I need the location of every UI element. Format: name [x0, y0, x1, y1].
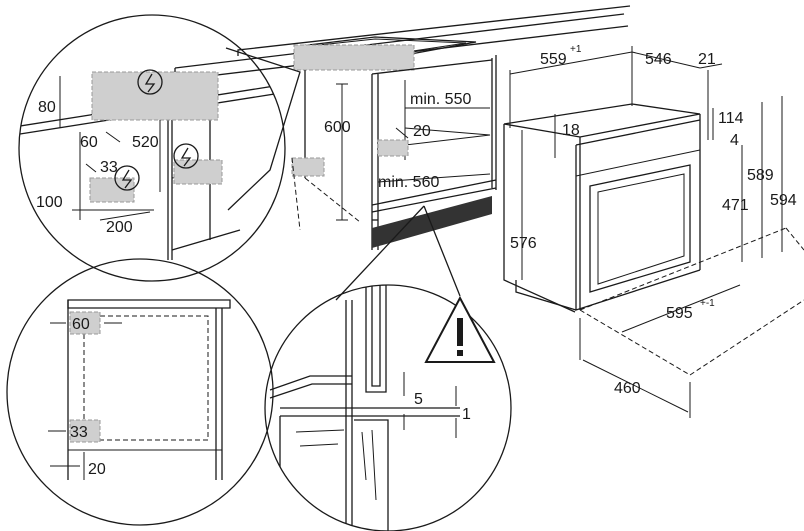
detail-dim-33: 33	[100, 159, 118, 176]
dim-471: 471	[722, 197, 749, 214]
detail-power-connection: 80 60 520 33 100 200	[18, 14, 301, 282]
kitchen-cabinet	[174, 5, 631, 250]
side-zone-top	[69, 311, 101, 335]
dim-114: 114	[718, 110, 744, 127]
side-dim-60: 60	[72, 316, 90, 333]
dim-546: 546	[645, 51, 672, 68]
dim-595: 595	[666, 305, 693, 322]
oven	[503, 103, 804, 376]
dim-18: 18	[562, 122, 580, 139]
dim-21: 21	[698, 51, 716, 68]
detail-gap: 5 1	[264, 205, 512, 531]
power-zone-side	[173, 159, 223, 185]
dim-600: 600	[324, 119, 351, 136]
hob-connection-zone	[293, 44, 415, 71]
dim-589: 589	[747, 167, 774, 184]
dim-min550: min. 550	[410, 91, 471, 108]
dim-594: 594	[770, 192, 797, 209]
gap-dim-5: 5	[414, 391, 423, 408]
niche-connection-zone	[377, 139, 409, 157]
detail-side-view: 60 33 20	[6, 258, 274, 526]
wall-socket-zone	[291, 157, 325, 177]
dim-559: 559	[540, 51, 567, 68]
power-symbol-icon	[173, 143, 199, 169]
oven-window	[589, 164, 691, 293]
dim-595-tol: +-1	[700, 298, 715, 309]
warning-triangle-icon	[424, 295, 496, 363]
dim-460: 460	[614, 380, 641, 397]
detail-dim-80: 80	[38, 99, 56, 116]
detail-dim-200: 200	[106, 219, 133, 236]
power-symbol-icon	[137, 69, 163, 95]
dim-559-tol: +1	[570, 44, 582, 55]
oven-dimensions: 559 +1 546 21 114 4 18 471 589 594 576 5…	[509, 44, 797, 418]
side-dim-20: 20	[88, 461, 106, 478]
center-dimensions: 600 min. 550 min. 560 20	[324, 83, 491, 221]
side-dim-33: 33	[70, 424, 88, 441]
detail-dim-60: 60	[80, 134, 98, 151]
side-zone-bottom	[69, 419, 101, 443]
dim-min560: min. 560	[378, 174, 439, 191]
detail-dim-100: 100	[36, 194, 63, 211]
dim-20-niche: 20	[413, 123, 431, 140]
gap-dim-1: 1	[462, 406, 471, 423]
plinth-panel	[372, 196, 492, 248]
detail-dim-520: 520	[132, 134, 159, 151]
dim-4: 4	[730, 132, 739, 149]
dim-576: 576	[510, 235, 537, 252]
power-zone-top	[91, 71, 219, 121]
power-symbol-icon	[114, 165, 140, 191]
